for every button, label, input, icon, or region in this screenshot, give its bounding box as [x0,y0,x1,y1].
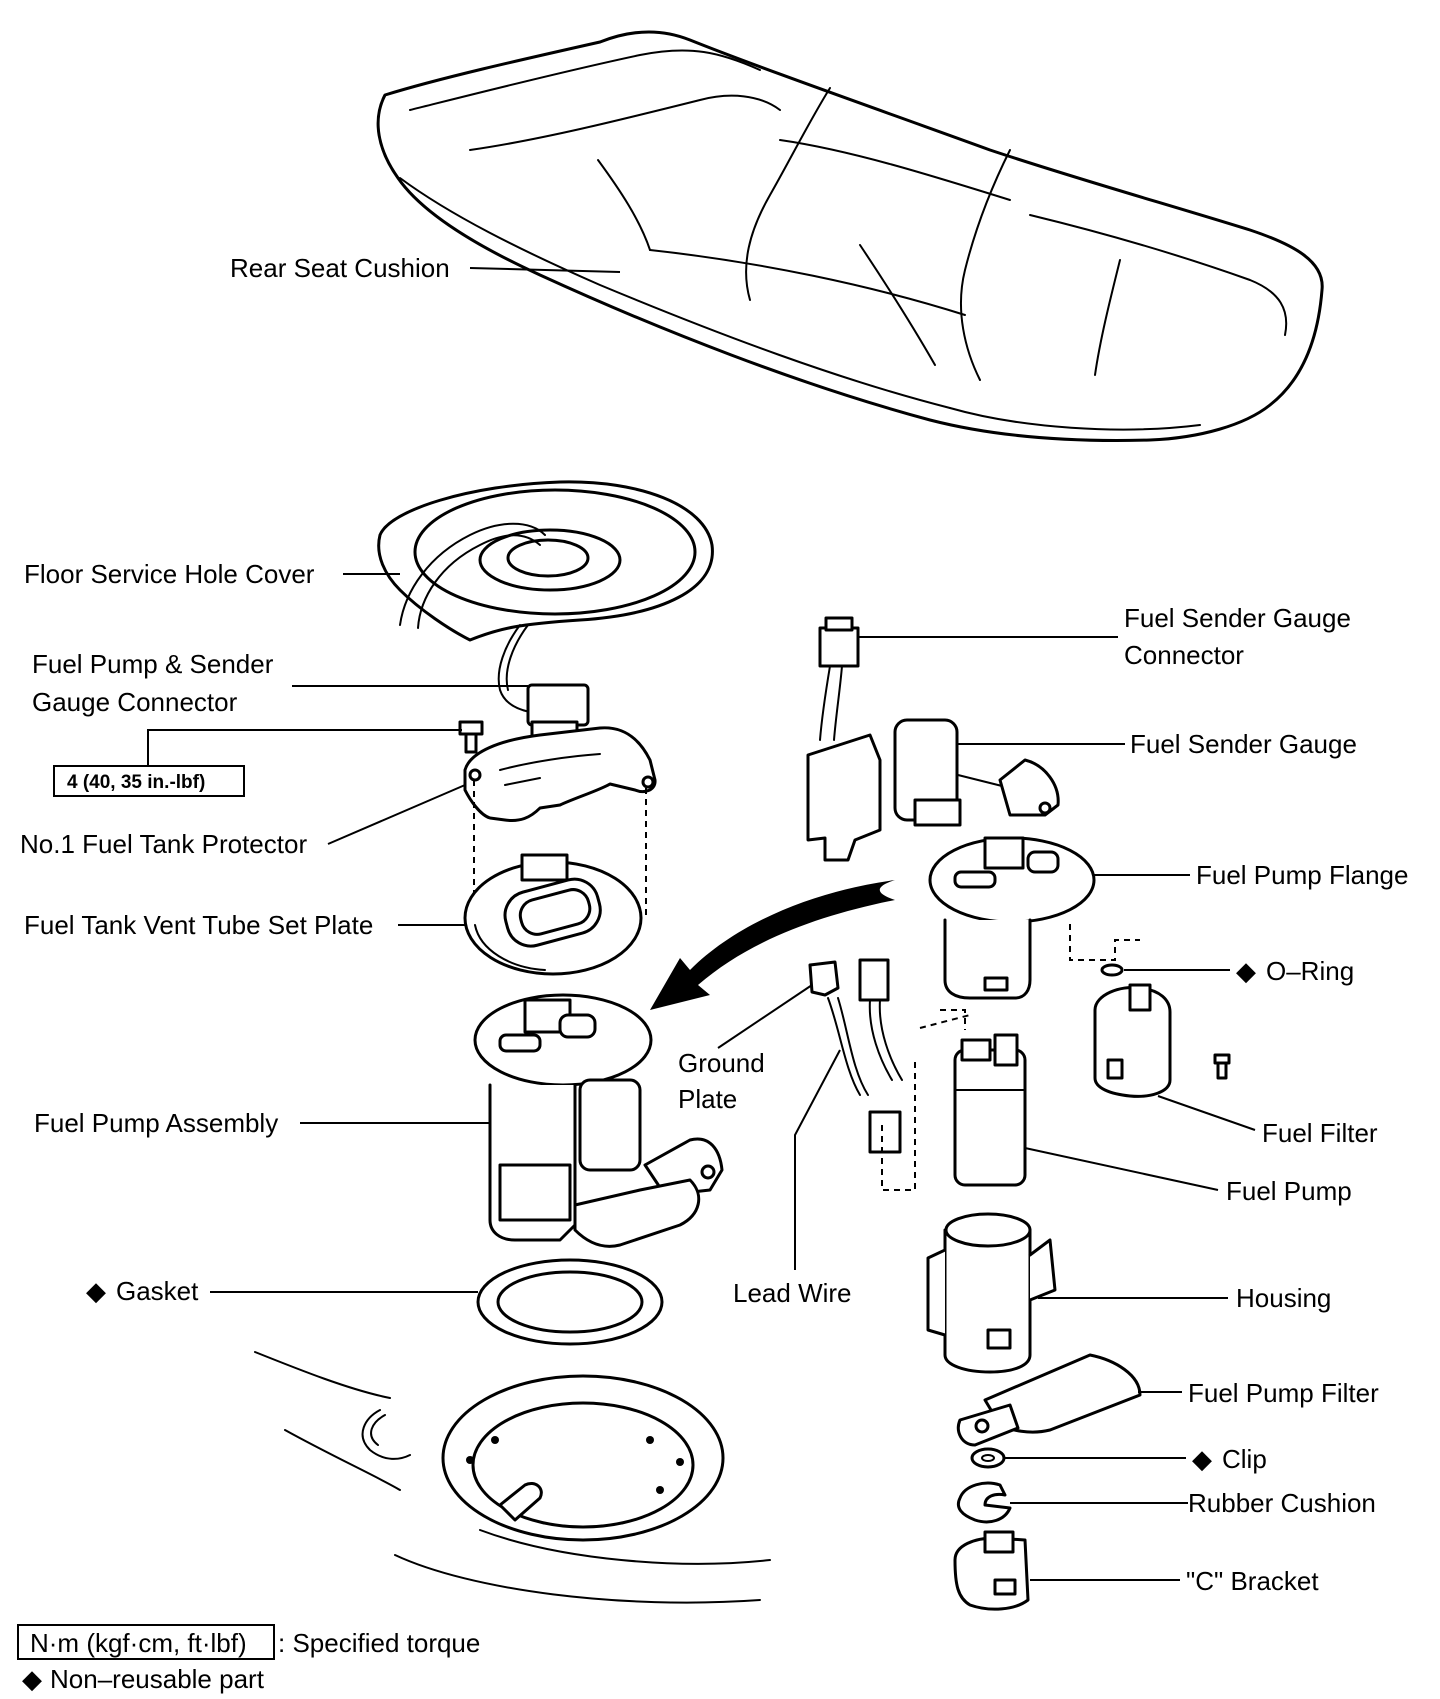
legend-non-reusable-marker: ◆ [22,1664,42,1694]
fuel-tank-opening-drawing [254,1351,771,1604]
bolt-drawing [458,720,484,754]
fuel-pump-sender-connector-label-line2: Gauge Connector [32,687,238,717]
fuel-tank-protector-label: No.1 Fuel Tank Protector [20,829,307,859]
housing-label: Housing [1236,1283,1331,1313]
o-ring-label: O–Ring [1266,956,1354,986]
ground-plate-drawing [808,960,840,997]
rear-seat-cushion-label: Rear Seat Cushion [230,253,450,283]
rubber-cushion-drawing [956,1481,1012,1524]
fuel-sender-gauge-label: Fuel Sender Gauge [1130,729,1357,759]
torque-value: 4 (40, 35 in.-lbf) [67,772,205,793]
lead-wire-drawing [827,958,903,1154]
flange-alignment-right [1069,924,1140,961]
lead-wire-label: Lead Wire [733,1278,852,1308]
gasket-label: Gasket [116,1276,199,1306]
fuel-tank-protector-leader [327,784,466,845]
fuel-pump-flange-label: Fuel Pump Flange [1196,860,1408,890]
o-ring-marker: ◆ [1236,956,1256,986]
fuel-filter-drawing [1093,983,1172,1098]
flange-alignment-left [940,1009,966,1030]
fuel-sender-gauge-connector-label-line2: Connector [1124,640,1244,670]
fuel-pump-drawing [953,1033,1027,1187]
assembly-direction-arrow [650,880,895,1010]
fuel-pump-flange-drawing [928,836,1096,1000]
fuel-pump-assembly-label: Fuel Pump Assembly [34,1108,278,1138]
c-bracket-drawing [953,1530,1030,1611]
legend-non-reusable-text: Non–reusable part [50,1664,265,1694]
ground-plate-label-line1: Ground [678,1048,765,1078]
floor-service-hole-cover-drawing [377,480,714,642]
rear-seat-cushion-leader [469,267,621,273]
clip-drawing [970,1447,1006,1469]
ground-plate-leader [717,984,813,1049]
lead-wire-alignment [881,1060,916,1191]
fuel-pump-alignment [919,1014,971,1029]
c-bracket-label: "C" Bracket [1186,1566,1319,1596]
ground-plate-label-line2: Plate [678,1084,737,1114]
legend-torque-box [17,1624,275,1660]
filter-screw-drawing [1213,1053,1231,1080]
clip-marker: ◆ [1192,1444,1212,1474]
gasket-marker: ◆ [86,1276,106,1306]
fuel-pump-label: Fuel Pump [1226,1176,1352,1206]
gasket-drawing [476,1258,664,1346]
fuel-pump-filter-label: Fuel Pump Filter [1188,1378,1379,1408]
housing-drawing [926,1212,1057,1374]
vent-tube-set-plate-drawing [463,853,643,976]
fuel-pump-assembly-drawing [473,993,724,1248]
rear-seat-cushion-drawing [376,30,1324,442]
legend-torque-units: N·m (kgf·cm, ft·lbf) [30,1628,247,1658]
fuel-sender-gauge-connector-drawing [818,616,860,741]
vent-tube-set-plate-label: Fuel Tank Vent Tube Set Plate [24,910,373,940]
torque-value-box [53,765,245,797]
fuel-pump-leader [1024,1147,1219,1191]
fuel-pump-sender-connector-label-line1: Fuel Pump & Sender [32,649,274,679]
legend-torque-text: : Specified torque [278,1628,480,1658]
fuel-filter-leader [1157,1095,1256,1131]
rubber-cushion-label: Rubber Cushion [1188,1488,1376,1518]
fuel-sender-gauge-drawing [806,718,1060,862]
fuel-sender-gauge-connector-label-line1: Fuel Sender Gauge [1124,603,1351,633]
lead-wire-leader [794,1049,841,1270]
fuel-tank-protector-drawing [463,726,657,822]
clip-label: Clip [1222,1444,1267,1474]
fuel-pump-filter-drawing [956,1353,1142,1447]
o-ring-drawing [1100,963,1124,977]
floor-service-hole-cover-label: Floor Service Hole Cover [24,559,315,589]
fuel-filter-label: Fuel Filter [1262,1118,1378,1148]
torque-callout-leader [147,729,462,768]
fuel-pump-sender-connector-drawing [497,624,590,742]
